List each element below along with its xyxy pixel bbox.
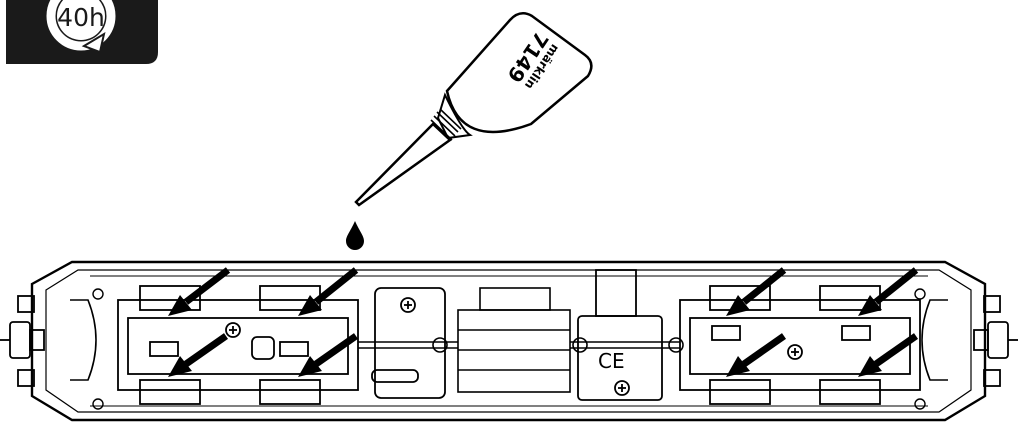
oil-bottle-nozzle [354, 122, 452, 207]
lubrication-arrow [298, 333, 359, 377]
lubrication-arrow [168, 333, 229, 377]
lubrication-arrow [726, 267, 787, 316]
lubrication-arrow [858, 333, 919, 377]
maintenance-interval-badge: 40h [6, 0, 158, 64]
left-bogie [117, 285, 359, 405]
lubrication-arrows [168, 267, 919, 377]
oil-drop-icon [346, 221, 364, 250]
drive-shafts [358, 337, 684, 353]
central-tank [457, 287, 571, 393]
right-buffer-beam [973, 295, 1018, 387]
lubrication-arrow [298, 267, 359, 316]
lubrication-arrow [168, 267, 231, 316]
loco-body-outline [30, 260, 987, 422]
svg-text:CE: CE [598, 349, 625, 373]
oil-bottle-neck [430, 108, 462, 141]
oil-bottle-body [445, 12, 593, 134]
battery-box [371, 287, 446, 399]
lubrication-arrow [726, 333, 787, 377]
rotate-clockwise-icon [46, 0, 116, 54]
left-buffer-beam [0, 295, 45, 387]
right-bogie [679, 285, 921, 405]
locomotive-underside: CE [0, 260, 1018, 422]
ce-box: CE [577, 269, 663, 401]
lubrication-arrow [858, 267, 919, 316]
interval-label: 40h [57, 3, 105, 32]
oil-bottle: märklin 7149 [346, 12, 593, 250]
